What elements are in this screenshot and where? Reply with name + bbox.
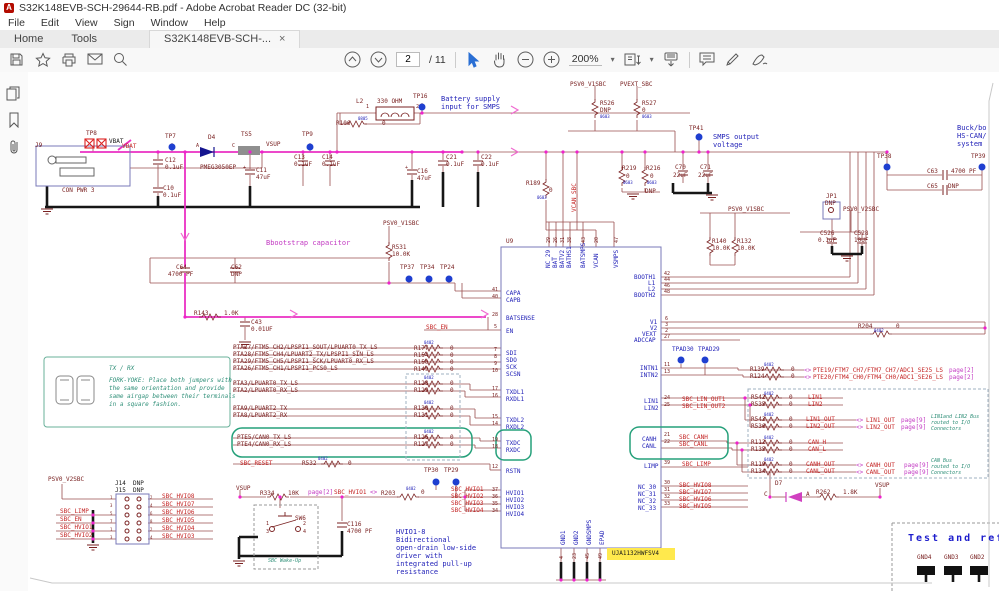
menu-sign[interactable]: Sign <box>113 17 135 29</box>
zoom-level-value[interactable]: 200% <box>568 53 602 66</box>
select-tool-icon[interactable] <box>465 51 482 68</box>
page-thumbnails-icon[interactable] <box>6 86 22 102</box>
sign-pen-icon[interactable] <box>725 51 742 68</box>
search-icon[interactable] <box>112 51 129 68</box>
zoom-in-icon[interactable] <box>543 51 560 68</box>
fill-sign-icon[interactable] <box>751 51 768 68</box>
zoom-out-icon[interactable] <box>517 51 534 68</box>
menu-file[interactable]: File <box>8 17 25 29</box>
save-icon[interactable] <box>8 51 25 68</box>
left-panel-rail <box>0 72 29 591</box>
email-icon[interactable] <box>86 51 103 68</box>
toolbar-divider <box>454 51 456 68</box>
tab-tools[interactable]: Tools <box>71 33 98 45</box>
page-number-input[interactable] <box>396 52 420 67</box>
toolbar: / 11 200% ▾ ▾ <box>0 48 999 73</box>
bookmarks-icon[interactable] <box>6 112 22 129</box>
menu-edit[interactable]: Edit <box>40 17 60 29</box>
window-title: S32K148EVB-SCH-29644-RB.pdf - Adobe Acro… <box>19 2 347 14</box>
fit-caret-icon[interactable]: ▾ <box>649 55 654 64</box>
menu-bar: File Edit View Sign Window Help <box>0 16 999 30</box>
next-page-icon[interactable] <box>370 51 387 68</box>
zoom-caret-icon[interactable]: ▾ <box>610 55 615 64</box>
scrolling-mode-icon[interactable] <box>663 51 680 68</box>
favorite-star-icon[interactable] <box>34 51 51 68</box>
page-total: / 11 <box>429 53 446 66</box>
tab-document[interactable]: S32K148EVB-SCH-... × <box>149 30 301 48</box>
tab-bar: Home Tools S32K148EVB-SCH-... × <box>0 30 999 48</box>
comment-icon[interactable] <box>699 51 716 68</box>
toolbar-divider <box>688 51 690 68</box>
menu-help[interactable]: Help <box>203 17 226 29</box>
tab-home[interactable]: Home <box>14 33 44 45</box>
page-fit-icon[interactable] <box>624 51 641 68</box>
pdf-page-canvas[interactable] <box>28 72 999 591</box>
attachments-paperclip-icon[interactable] <box>6 138 22 154</box>
tab-close-icon[interactable]: × <box>279 33 286 45</box>
menu-view[interactable]: View <box>75 17 98 29</box>
acrobat-app-icon: A <box>4 3 14 13</box>
tab-document-label: S32K148EVB-SCH-... <box>164 33 272 45</box>
menu-window[interactable]: Window <box>150 17 188 29</box>
hand-tool-icon[interactable] <box>491 51 508 68</box>
print-icon[interactable] <box>60 51 77 68</box>
previous-page-icon[interactable] <box>344 51 361 68</box>
window-titlebar: A S32K148EVB-SCH-29644-RB.pdf - Adobe Ac… <box>0 0 999 16</box>
